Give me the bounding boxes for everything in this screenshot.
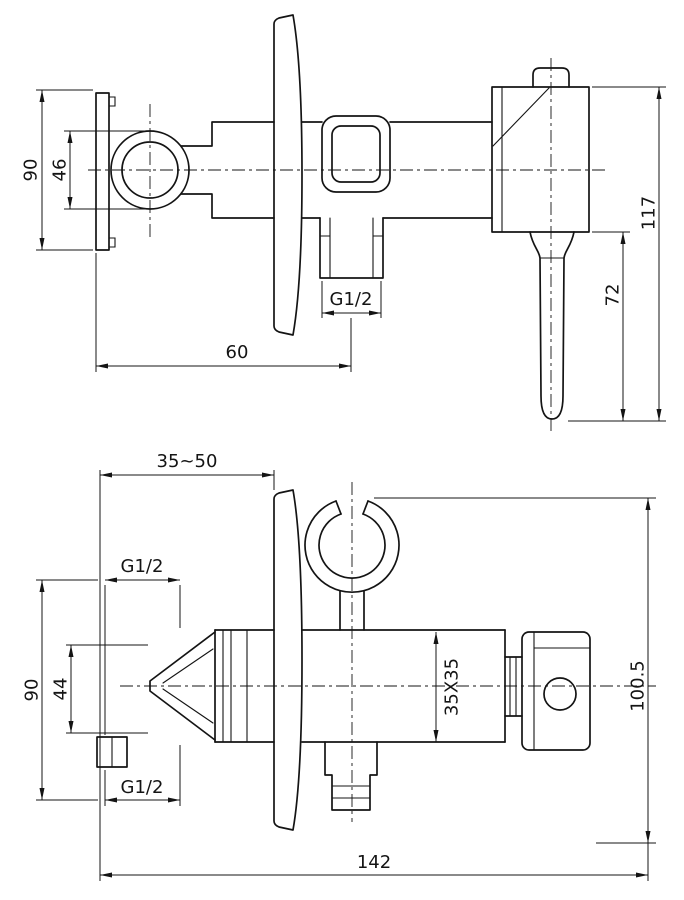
valve-button [543, 677, 577, 711]
outlet-spigot [319, 217, 384, 279]
holder-gap-lines [335, 500, 369, 515]
dim-label-body-bore: 44 [51, 678, 72, 701]
dim-label-body-section: 35X35 [442, 658, 463, 716]
dim-label-handle-length: 72 [603, 284, 624, 307]
dim-label-total-height: 117 [639, 196, 660, 230]
inlet-elbow [96, 736, 128, 768]
bottom-view: 35~50 G1/2 44 90 G1/2 35X35 100.5 142 [22, 451, 656, 881]
valve-chamfer-line [492, 87, 550, 147]
holder-clip-inner [331, 125, 381, 183]
dim-label-inlet-thread-upper: G1/2 [121, 556, 164, 577]
ext-lines-plate-height [36, 89, 93, 251]
spray-outlet [324, 741, 378, 811]
neck-lines [504, 656, 523, 717]
ext-lines-body-bore [66, 644, 148, 734]
cone-outline [149, 631, 216, 741]
ext-lines-port-spacing [36, 579, 98, 801]
neck-thread-lines [509, 656, 517, 717]
bottom-view-dimensions: 35~50 G1/2 44 90 G1/2 35X35 100.5 142 [22, 451, 656, 881]
top-view-dimensions: 90 46 117 72 G1/2 60 [21, 86, 666, 422]
ext-lines-total-height [568, 86, 666, 422]
dim-label-wall-depth: 35~50 [157, 451, 218, 472]
cone-inner-lines [162, 648, 214, 724]
flange-notch-top [108, 96, 116, 107]
dim-label-plate-height: 90 [21, 159, 42, 182]
valve-top-cap [532, 67, 570, 88]
flange-notch-bottom [108, 237, 116, 248]
spray-outlet-threads [331, 785, 371, 799]
dim-label-outlet-thread: G1/2 [330, 289, 373, 310]
wall-plate [273, 14, 303, 336]
ext-lines-outlet-offset [95, 253, 352, 372]
thread-lines [222, 629, 248, 743]
dim-label-inlet-diameter: 46 [50, 159, 71, 182]
holder-clip-outer [321, 115, 391, 193]
bottom-view-fixture [96, 489, 591, 831]
holder-stem [339, 590, 365, 631]
top-view-fixture [95, 14, 590, 420]
holder-arc-inner [318, 513, 386, 579]
handle-lever [529, 231, 575, 420]
top-view: 90 46 117 72 G1/2 60 [21, 14, 666, 432]
valve-body [491, 86, 590, 233]
dim-label-overall-height: 100.5 [628, 660, 649, 712]
wall-plate [273, 489, 303, 831]
dim-label-overall-length: 142 [357, 852, 391, 873]
ext-lines-overall-height [374, 497, 656, 844]
valve-body [521, 631, 591, 751]
ext-lines-inlet-thread-upper [104, 585, 181, 735]
outlet-spigot-detail [319, 217, 384, 279]
ext-lines-wall-depth [99, 470, 275, 881]
inlet-circle-outer [110, 130, 190, 210]
dim-label-outlet-offset: 60 [226, 342, 249, 363]
body-top-contour [180, 121, 275, 147]
dim-label-inlet-thread-lower: G1/2 [121, 777, 164, 798]
wall-flange [95, 92, 110, 251]
ext-lines-inlet-diameter [64, 130, 146, 210]
body-bottom-contour [180, 193, 275, 219]
holder-arc-outer [304, 500, 400, 594]
dim-label-port-spacing: 90 [22, 679, 43, 702]
inlet-circle-inner [121, 141, 179, 199]
